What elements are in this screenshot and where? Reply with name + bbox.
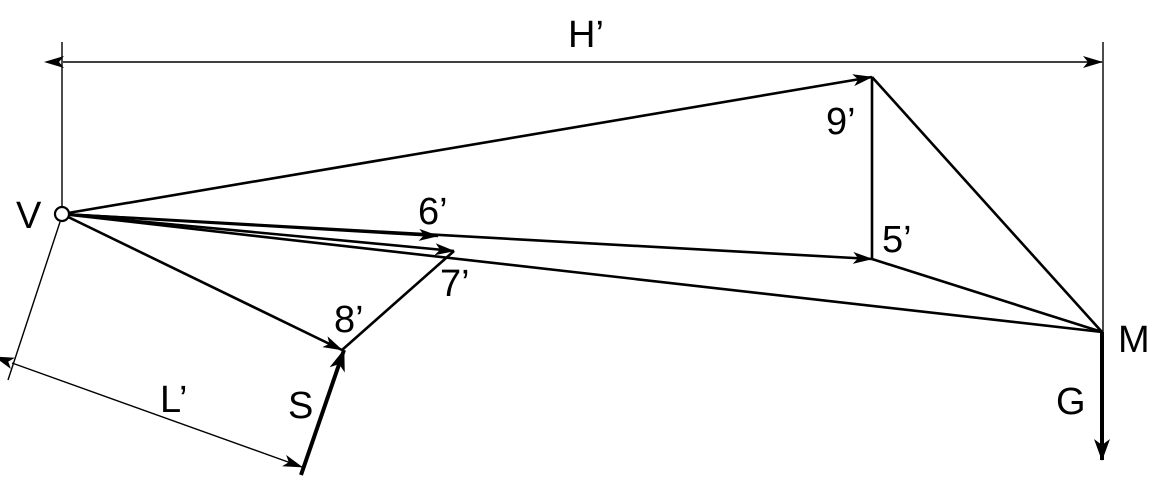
label-v: V	[16, 195, 42, 237]
l-extension-line	[7, 221, 61, 381]
link-5-m	[871, 257, 1103, 334]
link-8-7	[341, 250, 455, 351]
label-5: 5’	[882, 219, 912, 261]
ray-v-8	[61, 212, 343, 352]
ray-v-9	[61, 74, 873, 216]
label-8: 8’	[334, 299, 364, 341]
label-6: 6’	[418, 191, 448, 233]
label-7: 7’	[440, 263, 470, 305]
label-9: 9’	[826, 101, 856, 143]
pole-v-node	[53, 205, 71, 223]
label-h: H’	[568, 14, 604, 56]
ray-v-6	[61, 212, 439, 241]
force-s-arrow	[299, 349, 346, 476]
label-m: M	[1118, 319, 1150, 361]
label-s: S	[288, 385, 313, 427]
ray-v-m	[61, 212, 1103, 334]
label-g: G	[1056, 381, 1086, 423]
l-dimension-arrow	[0, 356, 303, 468]
link-9-m	[871, 76, 1103, 333]
label-l: L’	[160, 379, 187, 421]
